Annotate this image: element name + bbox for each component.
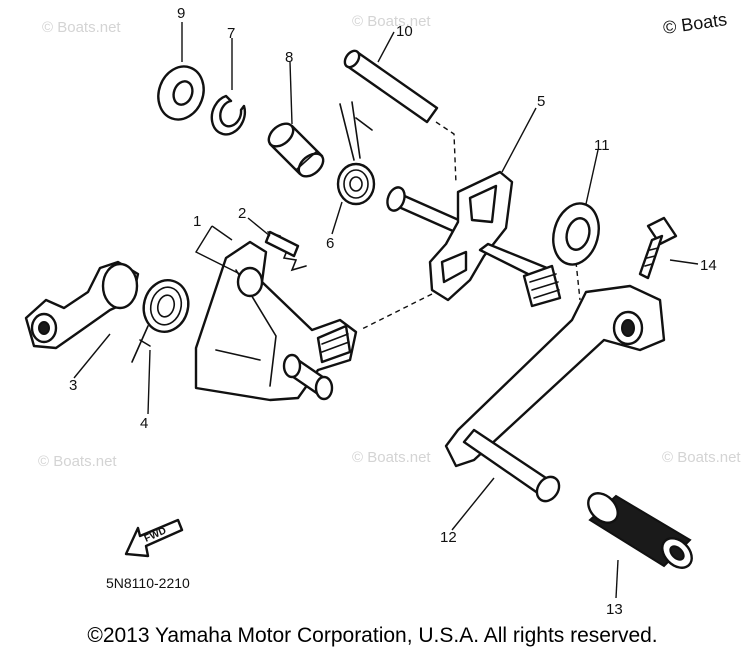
- callout-13: 13: [606, 601, 623, 618]
- part-3-shift-arm: [24, 260, 140, 350]
- watermark: © Boats.net: [38, 453, 117, 470]
- copyright-notice: ©2013 Yamaha Motor Corporation, U.S.A. A…: [87, 624, 658, 647]
- leader-line: [195, 225, 241, 275]
- leader-line: [585, 149, 599, 205]
- part-9-washer: [157, 65, 205, 121]
- callout-1: 1: [193, 213, 201, 230]
- watermark: © Boats.net: [42, 19, 121, 36]
- callout-6: 6: [326, 235, 334, 252]
- leader-line: [331, 201, 343, 235]
- guide-line: [359, 293, 433, 331]
- watermark: © Boats.net: [352, 449, 431, 466]
- corner-watermark: © Boats: [662, 9, 728, 38]
- callout-12: 12: [440, 529, 457, 546]
- part-5-shift-shaft: [386, 170, 562, 308]
- leader-line: [669, 259, 699, 265]
- leader-line: [289, 61, 293, 125]
- leader-line: [451, 477, 495, 531]
- part-11-oil-seal: [552, 202, 600, 266]
- guide-line: [435, 121, 457, 185]
- leader-line: [73, 333, 111, 379]
- callout-9: 9: [177, 5, 185, 22]
- part-12-shift-pedal: [444, 284, 666, 503]
- callout-3: 3: [69, 377, 77, 394]
- part-13-pedal-rubber: [587, 492, 693, 569]
- leader-line: [147, 349, 151, 415]
- callout-11: 11: [594, 137, 610, 154]
- leader-line: [377, 31, 395, 63]
- part-6-spring: [336, 101, 376, 206]
- part-8-bushing: [267, 122, 325, 178]
- forward-arrow-icon: FWD: [124, 518, 184, 558]
- callout-4: 4: [140, 415, 148, 432]
- part-4-spring: [131, 279, 190, 363]
- watermark: © Boats.net: [352, 13, 431, 30]
- callout-7: 7: [227, 25, 235, 42]
- part-10-pin: [343, 49, 439, 124]
- watermark: © Boats.net: [662, 449, 741, 466]
- part-2-spring: [264, 230, 307, 272]
- leader-line: [247, 217, 271, 237]
- leader-line: [615, 559, 619, 599]
- callout-10: 10: [396, 23, 413, 40]
- callout-2: 2: [238, 205, 246, 222]
- leader-line: [501, 107, 537, 173]
- part-1-shift-lever-assembly: [194, 240, 358, 402]
- part-14-bolt: [638, 216, 678, 280]
- guide-line: [575, 261, 581, 301]
- callout-8: 8: [285, 49, 293, 66]
- part-7-circlip: [210, 94, 247, 136]
- callout-5: 5: [537, 93, 545, 110]
- callout-14: 14: [700, 257, 717, 274]
- diagram-code: 5N8110-2210: [106, 575, 190, 591]
